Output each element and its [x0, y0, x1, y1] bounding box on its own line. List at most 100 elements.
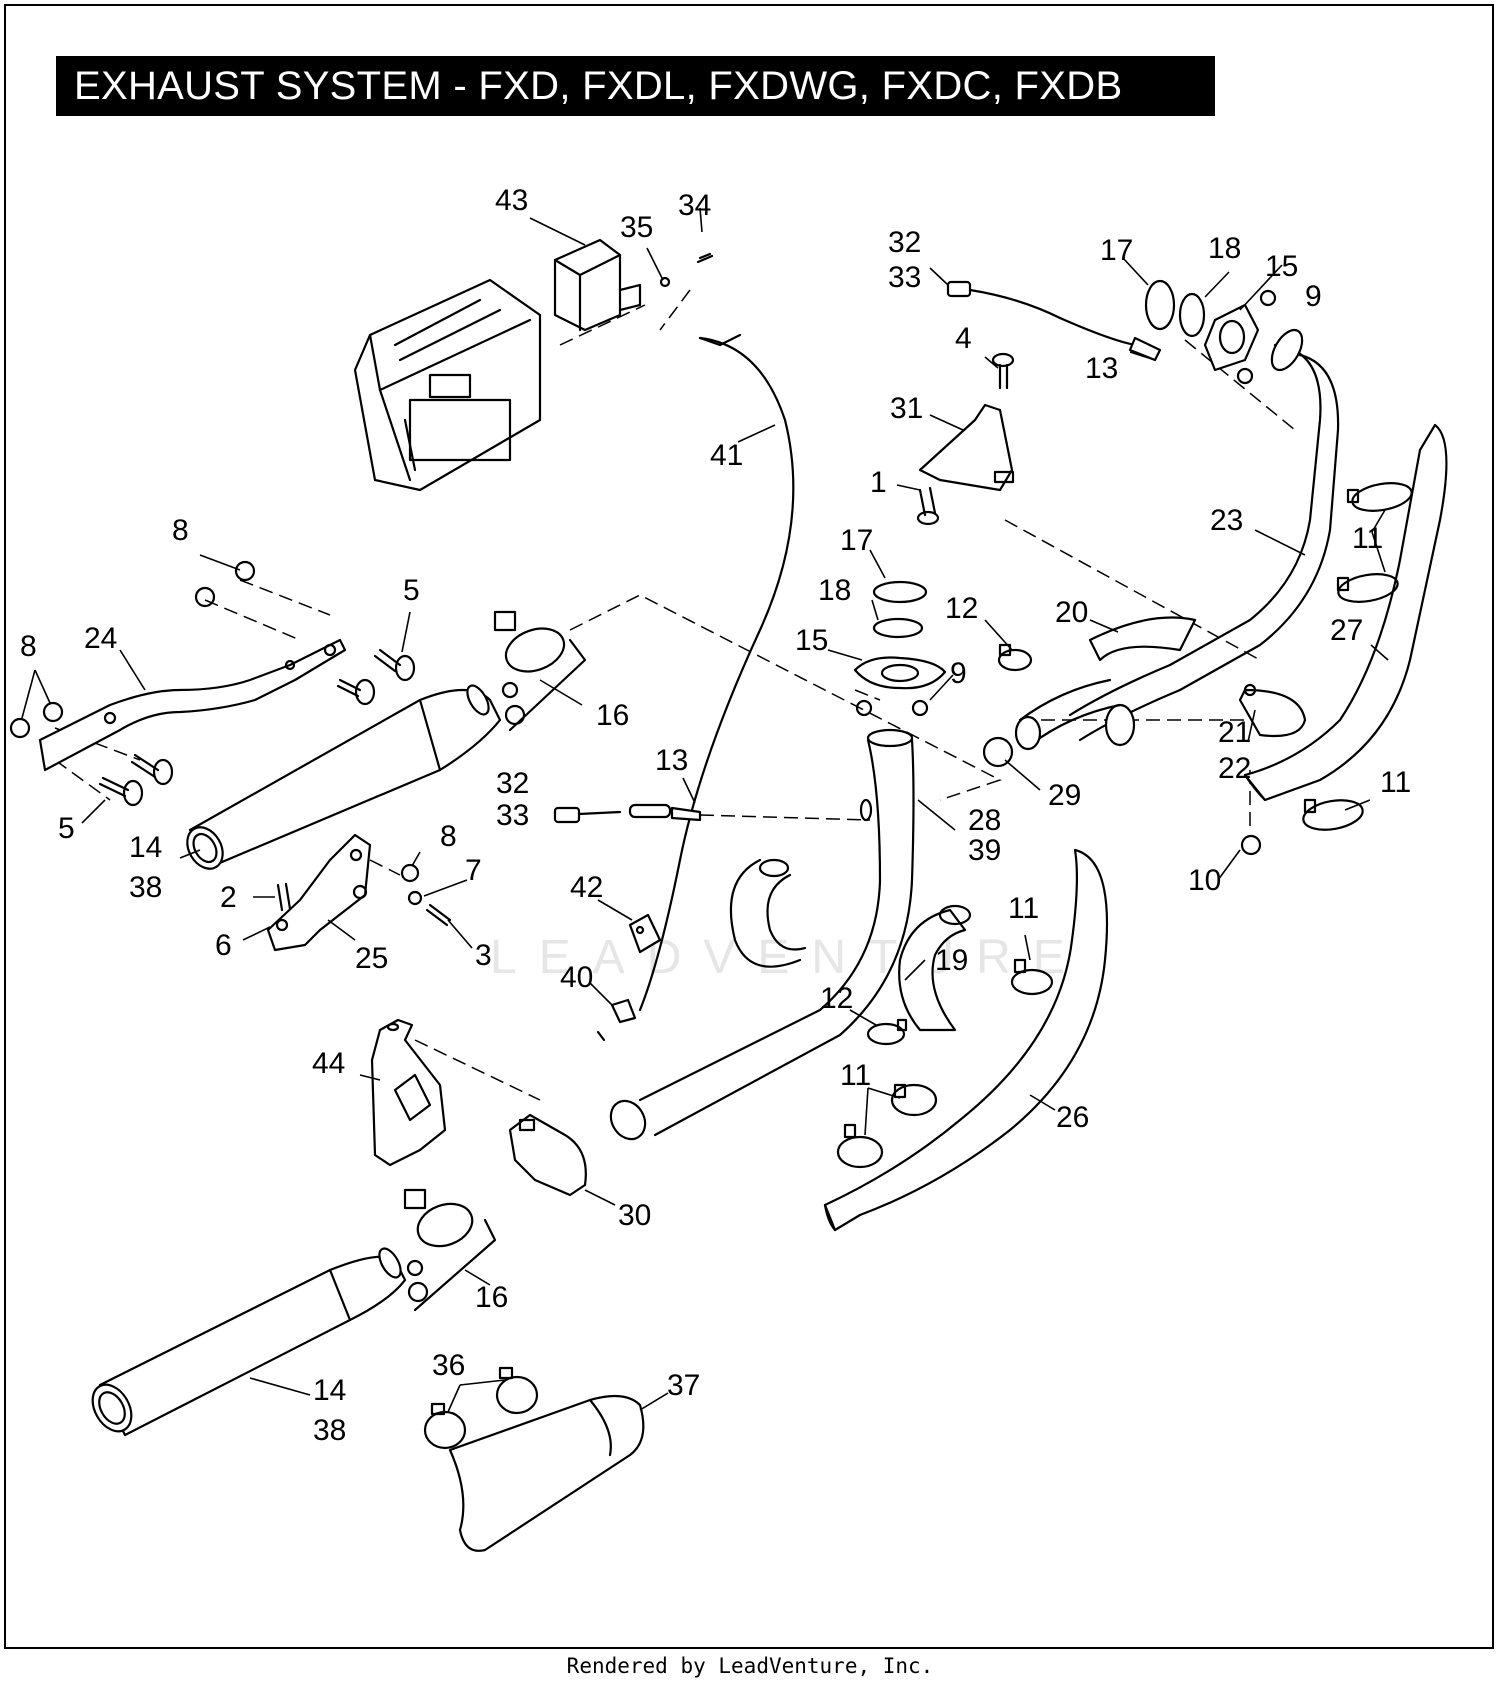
clamp-16-upper — [493, 610, 587, 732]
callout-19: 19 — [935, 944, 968, 977]
bracket-30 — [508, 1113, 587, 1197]
callout-39: 39 — [968, 834, 1001, 867]
clip-42 — [628, 913, 662, 954]
gasket-17-mid — [872, 580, 928, 604]
bracket-31 — [918, 403, 1015, 492]
callout-10: 10 — [1188, 864, 1221, 897]
callout-30: 30 — [618, 1199, 651, 1232]
oxygen-sensor-module-43 — [553, 238, 642, 332]
muffler-14-38-lower — [91, 1247, 407, 1437]
callout-5: 5 — [403, 574, 420, 607]
callout-11: 11 — [840, 1059, 871, 1092]
front-pipe-stub — [1014, 678, 1122, 751]
callout-11: 11 — [1008, 892, 1039, 925]
callout-31: 31 — [890, 392, 923, 425]
flange-15-top — [1203, 303, 1260, 372]
clamp-16-lower — [403, 1188, 497, 1312]
page-title: EXHAUST SYSTEM - FXD, FXDL, FXDWG, FXDC,… — [56, 56, 1215, 116]
nut-9b-top — [1236, 367, 1254, 385]
heat-shield-26 — [823, 848, 1109, 1232]
callout-16: 16 — [596, 699, 629, 732]
callout-21: 21 — [1218, 716, 1251, 749]
footer-credit: Rendered by LeadVenture, Inc. — [566, 1654, 934, 1678]
nut-9-top — [1259, 289, 1277, 307]
bolt-4 — [991, 352, 1015, 390]
nut-8-lower — [400, 863, 420, 883]
clamp-12-mid — [866, 1018, 908, 1046]
flange-15-mid — [853, 656, 947, 690]
clamp-11-right — [1302, 798, 1364, 831]
gasket-18-top — [1178, 292, 1206, 338]
sensor-32-33-mid — [553, 803, 702, 824]
clamp-11-top — [1336, 482, 1413, 603]
nut-10 — [1240, 834, 1262, 856]
callout-14: 14 — [313, 1374, 346, 1407]
callout-16: 16 — [475, 1281, 508, 1314]
crossover-loop — [729, 858, 807, 968]
clamps-36 — [423, 1366, 539, 1450]
callout-38: 38 — [313, 1414, 346, 1447]
callout-1: 1 — [870, 466, 887, 499]
bolt-2 — [276, 882, 292, 912]
extension-37 — [448, 1394, 645, 1552]
callout-5: 5 — [58, 812, 75, 845]
bracket-24 — [38, 638, 347, 772]
callout-labels: 43 35 34 41 32 33 17 18 15 9 13 4 31 1 2… — [20, 184, 1411, 1447]
callout-35: 35 — [620, 211, 653, 244]
callout-9: 9 — [950, 657, 967, 690]
callout-4: 4 — [955, 322, 972, 355]
callout-18: 18 — [1208, 232, 1241, 265]
watermark-text: LEADVENTURE — [490, 931, 1087, 984]
callout-24: 24 — [84, 622, 117, 655]
callout-40: 40 — [560, 961, 593, 994]
callout-9: 9 — [1305, 280, 1322, 313]
callout-38: 38 — [129, 871, 162, 904]
cable-41 — [638, 333, 795, 1012]
clip-40 — [596, 998, 637, 1042]
callout-14: 14 — [129, 831, 162, 864]
callout-11: 11 — [1352, 522, 1383, 555]
callout-28: 28 — [968, 804, 1001, 837]
callout-6: 6 — [215, 929, 232, 962]
bolt-1 — [916, 486, 940, 526]
callout-8: 8 — [20, 630, 37, 663]
washer-35 — [659, 276, 671, 288]
callout-36: 36 — [432, 1349, 465, 1382]
callout-25: 25 — [355, 942, 388, 975]
callout-32: 32 — [888, 226, 921, 259]
callout-37: 37 — [667, 1369, 700, 1402]
callout-32: 32 — [496, 767, 529, 800]
callout-3: 3 — [475, 939, 492, 972]
callout-13: 13 — [655, 744, 688, 777]
ecm-module — [353, 278, 542, 492]
callout-15: 15 — [795, 624, 828, 657]
callout-26: 26 — [1056, 1101, 1089, 1134]
callout-29: 29 — [1048, 779, 1081, 812]
callout-12: 12 — [820, 982, 853, 1015]
bracket-25 — [266, 833, 372, 952]
sensor-32-33-top — [946, 280, 1162, 362]
bolt-3 — [425, 903, 452, 927]
callout-7: 7 — [465, 854, 482, 887]
clamp-12-top — [997, 643, 1033, 672]
washer-6 — [275, 918, 289, 932]
callout-12: 12 — [945, 592, 978, 625]
callout-11: 11 — [1380, 766, 1411, 799]
heat-shield-27 — [1243, 423, 1448, 802]
callout-13: 13 — [1085, 352, 1118, 385]
callout-15: 15 — [1265, 250, 1298, 283]
callout-43: 43 — [495, 184, 528, 217]
callout-33: 33 — [496, 799, 529, 832]
callout-27: 27 — [1330, 614, 1363, 647]
callout-17: 17 — [1100, 234, 1133, 267]
bolts-5 — [98, 648, 416, 807]
header-pipe-28-39 — [609, 728, 915, 1141]
callout-41: 41 — [710, 439, 743, 472]
heat-shield-19 — [898, 904, 972, 1032]
callout-33: 33 — [888, 261, 921, 294]
nut-9-mid-b — [911, 699, 929, 717]
callout-34: 34 — [678, 189, 711, 222]
leader-lines — [21, 207, 1389, 1413]
callout-18: 18 — [818, 574, 851, 607]
